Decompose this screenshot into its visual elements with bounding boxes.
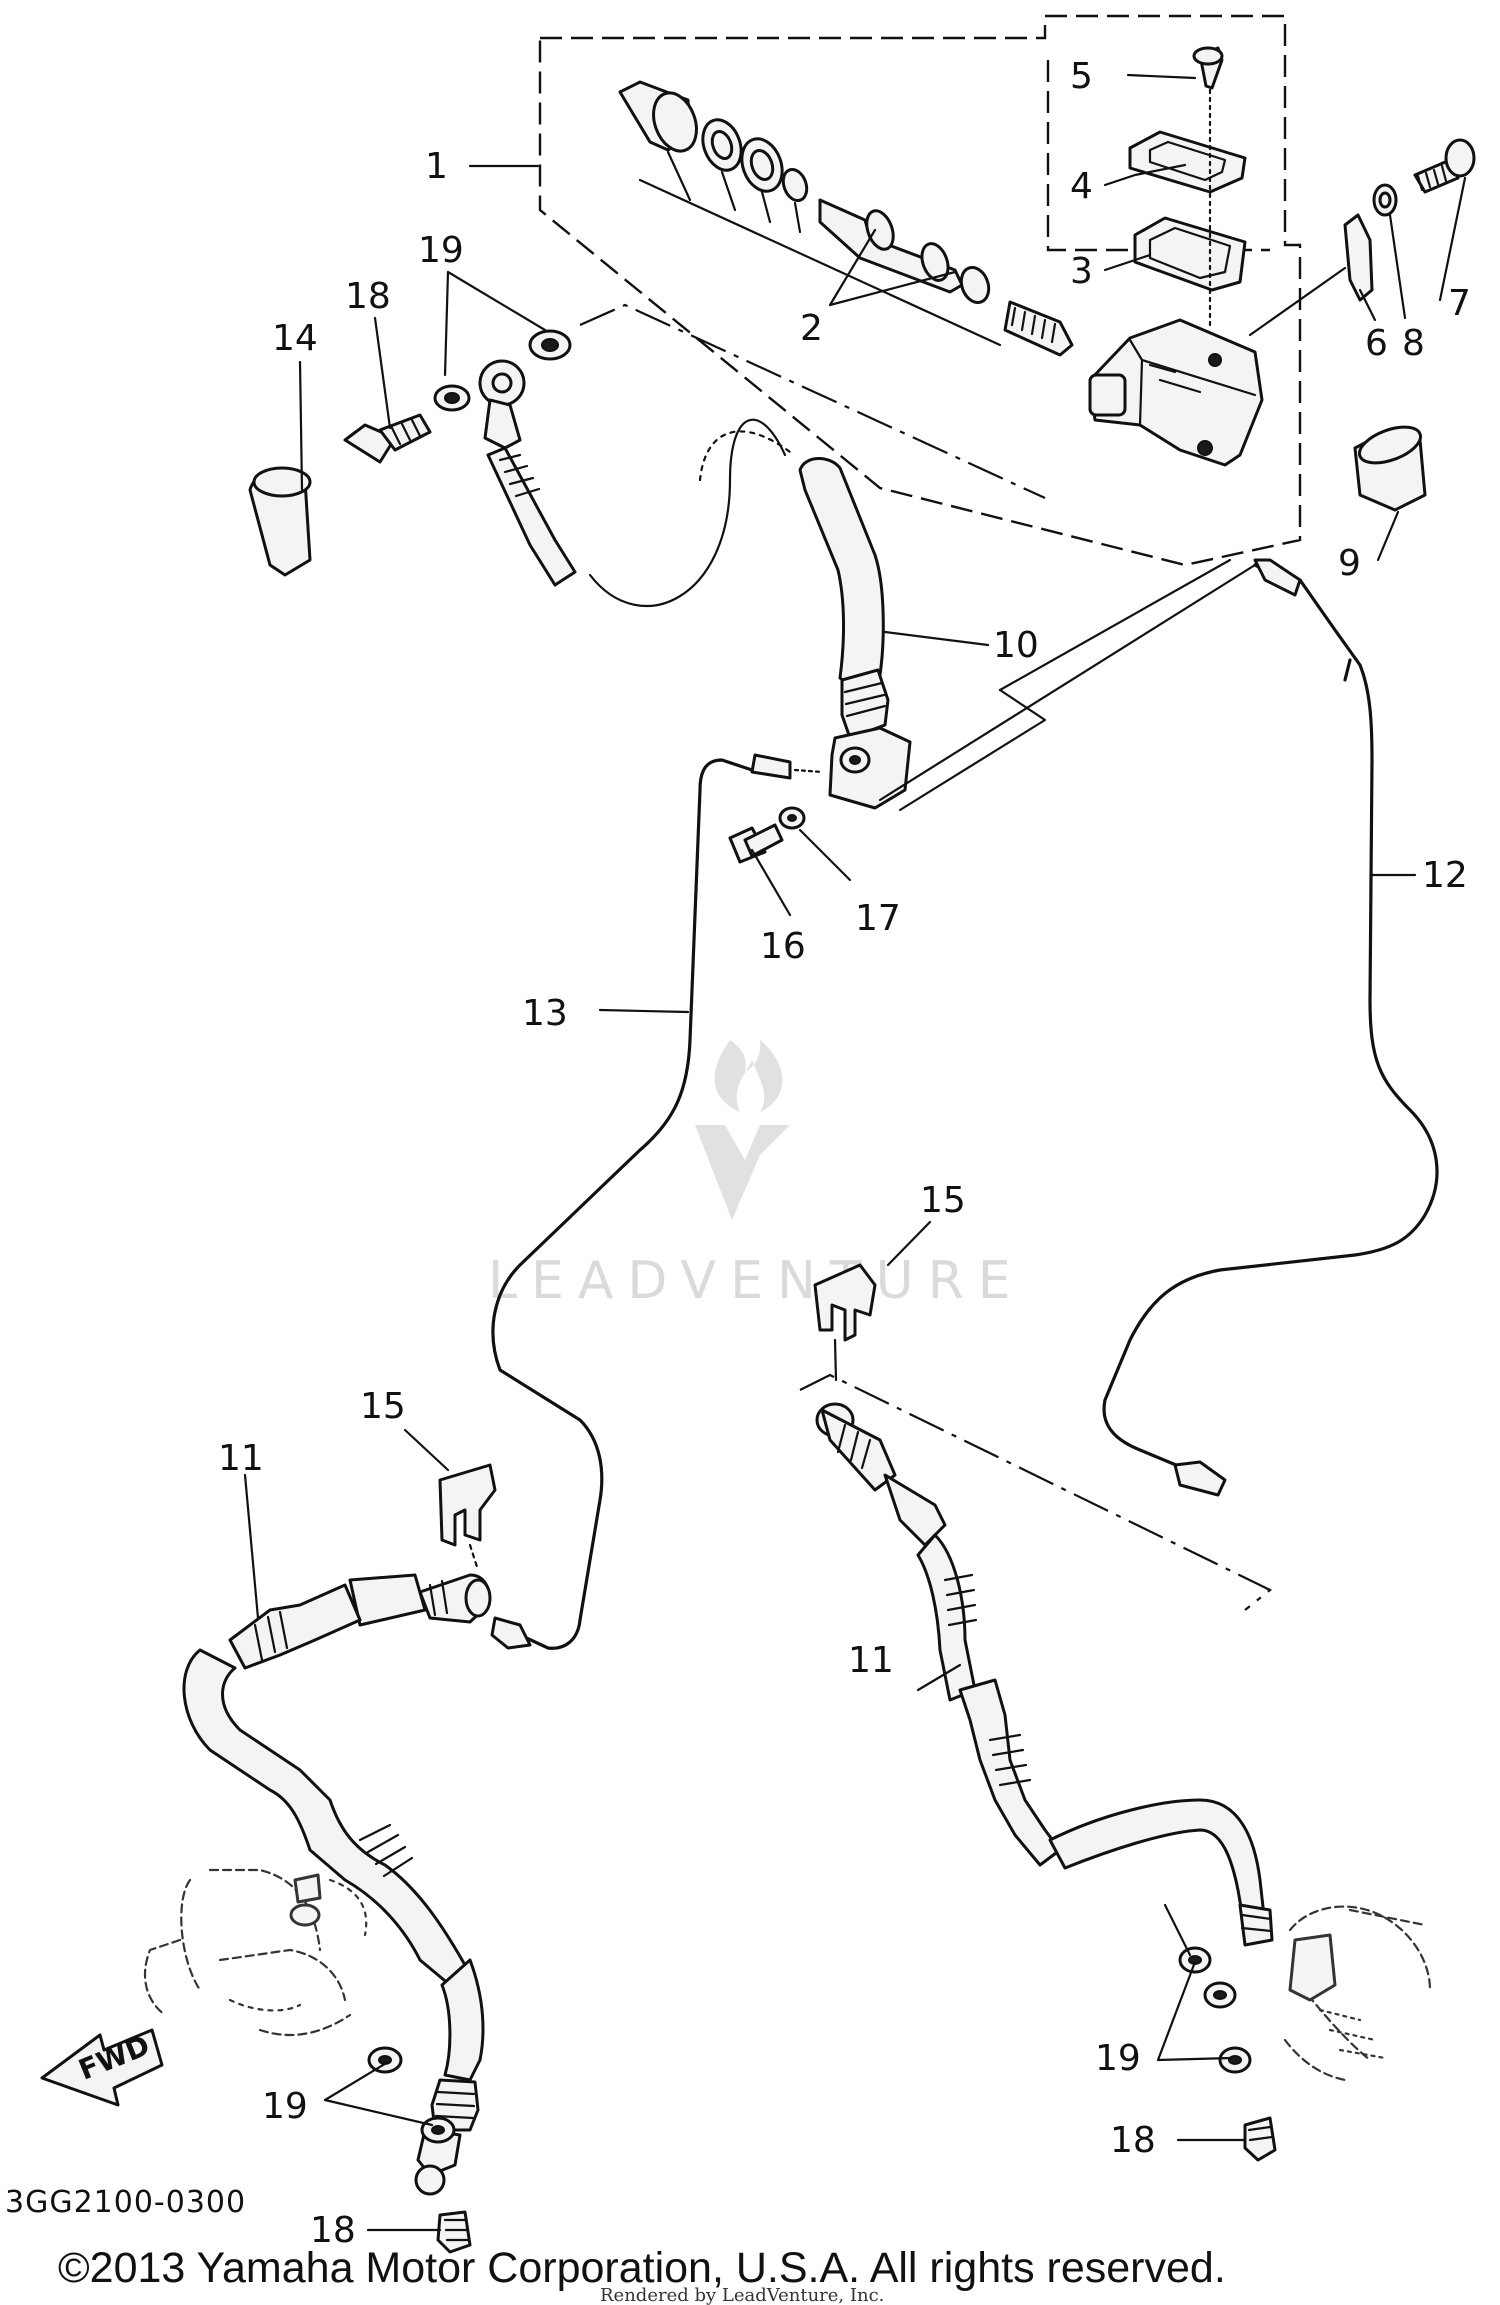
callout-10: 10 [993,625,1039,666]
callout-6: 6 [1365,323,1388,364]
master-cylinder-body [1088,318,1264,467]
master-cylinder-assembly-boundary [538,14,1302,567]
callout-17: 17 [855,898,901,939]
left-brake-hose [182,1573,492,2196]
piston-kit [618,80,1074,357]
copyright-notice: ©2013 Yamaha Motor Corporation, U.S.A. A… [58,2244,1226,2292]
clip-15-right [799,1263,1273,1611]
callout-18-top: 18 [345,276,391,317]
callout-12: 12 [1422,855,1468,896]
clamp-bolt-parts [1248,138,1476,512]
callout-4: 4 [1070,166,1093,207]
callout-5: 5 [1070,56,1093,97]
right-caliper-sketch [1283,1905,1432,2082]
watermark-text: LEADVENTURE [488,1251,1025,1311]
callout-15-right: 15 [920,1180,966,1221]
pipe-12-bottom-fitting [1173,1460,1227,1497]
clip-15-left [438,1463,497,1572]
fwd-arrow: FWD [40,2028,164,2107]
pipe-13-bottom-fitting [490,1616,532,1650]
callout-8: 8 [1402,323,1425,364]
junction-block [728,457,1257,864]
callout-labels: 1 2 3 4 5 6 7 8 9 10 11 11 12 13 14 15 1… [218,56,1471,2251]
callout-18-bottom-left: 18 [310,2210,356,2251]
diagram-code: 3GG2100-0300 [5,2185,246,2220]
callout-13: 13 [522,993,568,1034]
rendered-by-notice: Rendered by LeadVenture, Inc. [600,2285,884,2305]
callout-18-bottom-right: 18 [1110,2120,1156,2161]
reservoir-parts [1128,46,1247,332]
callout-19-top: 19 [418,230,464,271]
callout-16: 16 [760,926,806,967]
pipe-12-top-fitting [1253,558,1302,597]
callout-19-bottom-left: 19 [262,2086,308,2127]
callout-7: 7 [1448,283,1471,324]
callout-15-left: 15 [360,1386,406,1427]
brake-pipe-12 [1102,563,1439,1477]
callout-2: 2 [800,308,823,349]
right-brake-hose [815,1402,1274,1947]
callout-1: 1 [425,146,448,187]
upper-hose-end [433,303,1046,608]
bottom-right-fasteners [1178,1946,1277,2162]
callout-19-bottom-right: 19 [1095,2038,1141,2079]
callout-9: 9 [1338,543,1361,584]
bolt-and-cap-top [248,413,432,577]
watermark: LEADVENTURE [488,1040,1025,1311]
leader-2 [828,228,957,307]
leader-piston-kit [638,150,1002,347]
left-caliper-sketch [143,1868,368,2037]
callout-14: 14 [272,318,318,359]
callout-11-right: 11 [848,1640,894,1681]
callout-leaders [243,73,1467,2232]
callout-11-left: 11 [218,1438,264,1479]
subassembly-boundary [1046,60,1270,252]
brake-pipe-13 [491,758,754,1650]
callout-3: 3 [1070,251,1093,292]
